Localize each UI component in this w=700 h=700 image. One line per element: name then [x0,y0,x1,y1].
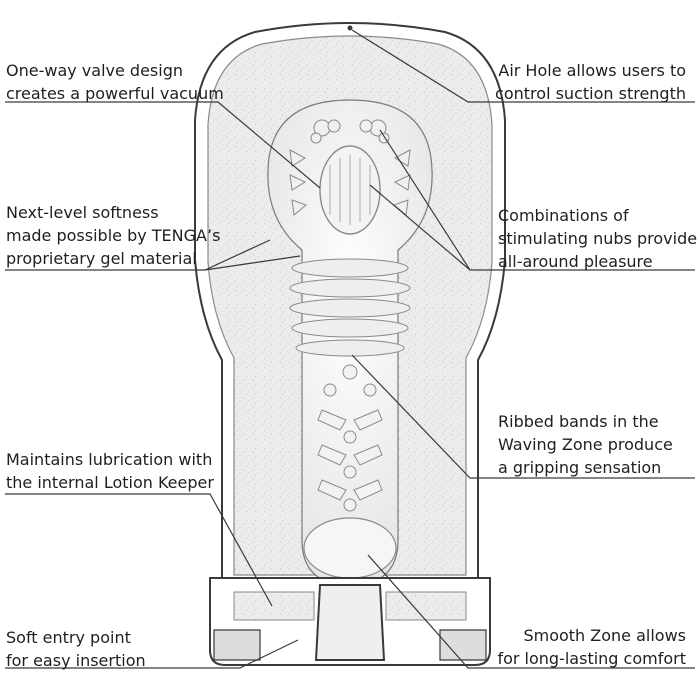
leader-nubs-2 [369,184,471,271]
callout-softness-line1: Next-level softness [6,203,159,222]
callout-nubs-line2: stimulating nubs provide [498,229,698,248]
leader-ribbed [351,354,695,479]
leader-airhole [351,29,695,103]
callout-lotion: Maintains lubrication with the internal … [6,448,214,494]
callout-airhole-line1: Air Hole allows users to [498,61,686,80]
callout-nubs: Combinations of stimulating nubs provide… [498,204,697,273]
leader-entry [5,639,299,669]
leader-valve [5,101,321,189]
callout-lotion-line1: Maintains lubrication with [6,450,213,469]
base-cap [209,577,491,666]
callout-lotion-line2: the internal Lotion Keeper [6,473,214,492]
leader-smooth [367,554,695,669]
callout-softness: Next-level softness made possible by TEN… [6,201,220,270]
ribbed-bands [289,258,411,357]
callout-nubs-line1: Combinations of [498,206,629,225]
callout-airhole-line2: control suction strength [495,84,686,103]
callout-entry: Soft entry point for easy insertion [6,626,146,672]
callout-entry-line2: for easy insertion [6,651,146,670]
valve-element [319,145,381,235]
air-hole [347,25,353,31]
leader-lotion [5,493,273,607]
callout-valve: One-way valve design creates a powerful … [6,59,224,105]
smooth-zone [303,517,397,579]
callout-nubs-line3: all-around pleasure [498,252,653,271]
callout-ribbed: Ribbed bands in the Waving Zone produce … [498,410,673,479]
stimulating-nubs [289,119,411,216]
callout-smooth-line2: for long-lasting comfort [497,649,686,668]
callout-ribbed-line1: Ribbed bands in the [498,412,659,431]
lower-nubs [317,364,383,512]
callout-softness-line2: made possible by TENGA’s [6,226,221,245]
callout-smooth-line1: Smooth Zone allows [523,626,686,645]
callout-entry-line1: Soft entry point [6,628,131,647]
callout-ribbed-line3: a gripping sensation [498,458,662,477]
leader-softness-2 [204,255,301,271]
callout-softness-line3: proprietary gel material [6,249,197,268]
callout-valve-line2: creates a powerful vacuum [6,84,224,103]
callout-airhole: Air Hole allows users to control suction… [495,59,686,105]
callout-ribbed-line2: Waving Zone produce [498,435,673,454]
callout-smooth: Smooth Zone allows for long-lasting comf… [497,624,686,670]
callout-valve-line1: One-way valve design [6,61,183,80]
callout-leaders [5,29,695,669]
